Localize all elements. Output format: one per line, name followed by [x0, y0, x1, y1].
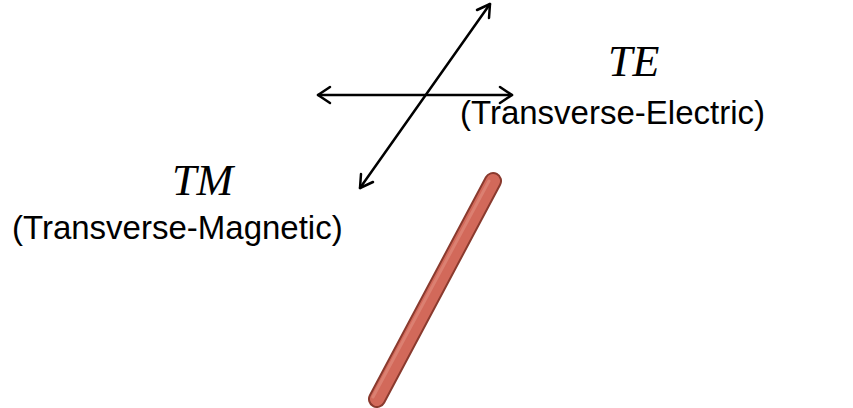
- mode-name: TE: [608, 38, 659, 86]
- mode-name: TM: [172, 157, 233, 205]
- rod: [373, 181, 493, 399]
- mode-description: (Transverse-Magnetic): [12, 210, 343, 246]
- mode-description: (Transverse-Electric): [460, 95, 765, 131]
